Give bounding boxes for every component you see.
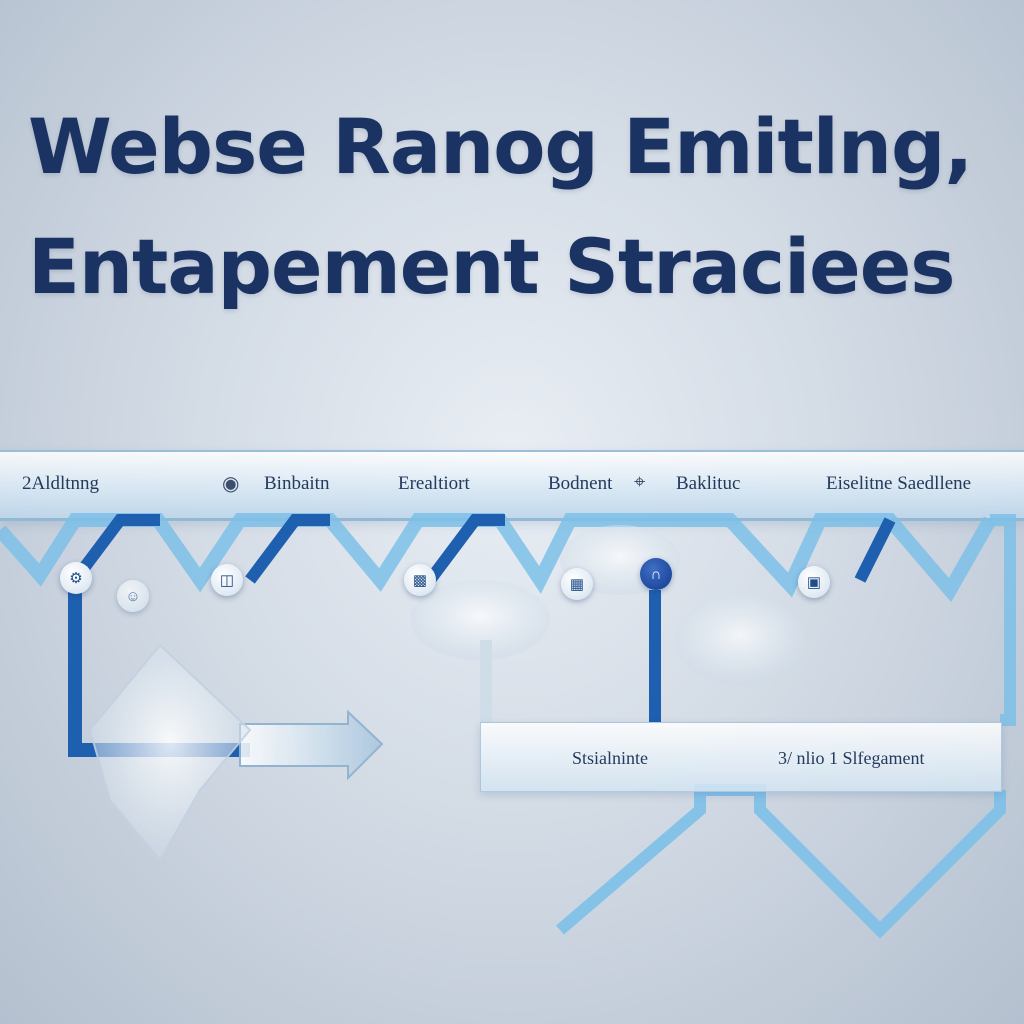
right-arrow <box>239 709 384 781</box>
cloud-shape <box>675 595 805 685</box>
bottom-hex-line <box>556 784 1006 939</box>
arc-icon: ⌖ <box>634 471 646 493</box>
panel-icon: ◫ <box>211 564 243 596</box>
zigzag-dark-line <box>70 514 160 584</box>
magnet-icon: ∩ <box>640 558 672 590</box>
timeline-band <box>0 450 1024 521</box>
stage-label-left: Stsialninte <box>572 748 648 768</box>
page-title-line-2: Entapement Straciees <box>28 222 955 311</box>
stage-label-box <box>480 722 1002 792</box>
analytics-icon: ▦ <box>561 568 593 600</box>
stage-label-right: 3/ nlio 1 Slfegament <box>778 748 925 768</box>
band-label-4: Bodnent <box>548 473 613 494</box>
cloud-shape <box>410 580 550 660</box>
band-label-6: Eiselitne Saedllene <box>826 473 972 494</box>
face-icon: ☺ <box>117 580 149 612</box>
gear-icon: ⚙ <box>60 562 92 594</box>
right-frame-line <box>990 514 1016 726</box>
display-icon: ▣ <box>798 566 830 598</box>
zigzag-dark-line-3 <box>425 514 505 584</box>
zigzag-light-line <box>0 513 997 603</box>
band-label-2: Binbaitn <box>264 473 330 494</box>
band-label-3: Erealtiort <box>398 473 470 494</box>
band-label-1: 2Aldltnng <box>22 473 100 494</box>
chart-icon: ▩ <box>404 564 436 596</box>
zigzag-dark-line-2 <box>245 514 330 584</box>
zigzag-dark-line-4 <box>854 517 896 583</box>
bubble-icon: ◉ <box>222 473 240 495</box>
page-title-line-1: Webse Ranog Emitlng, <box>28 102 973 191</box>
paper-shape <box>88 643 252 862</box>
band-label-5: Baklituc <box>676 473 741 494</box>
